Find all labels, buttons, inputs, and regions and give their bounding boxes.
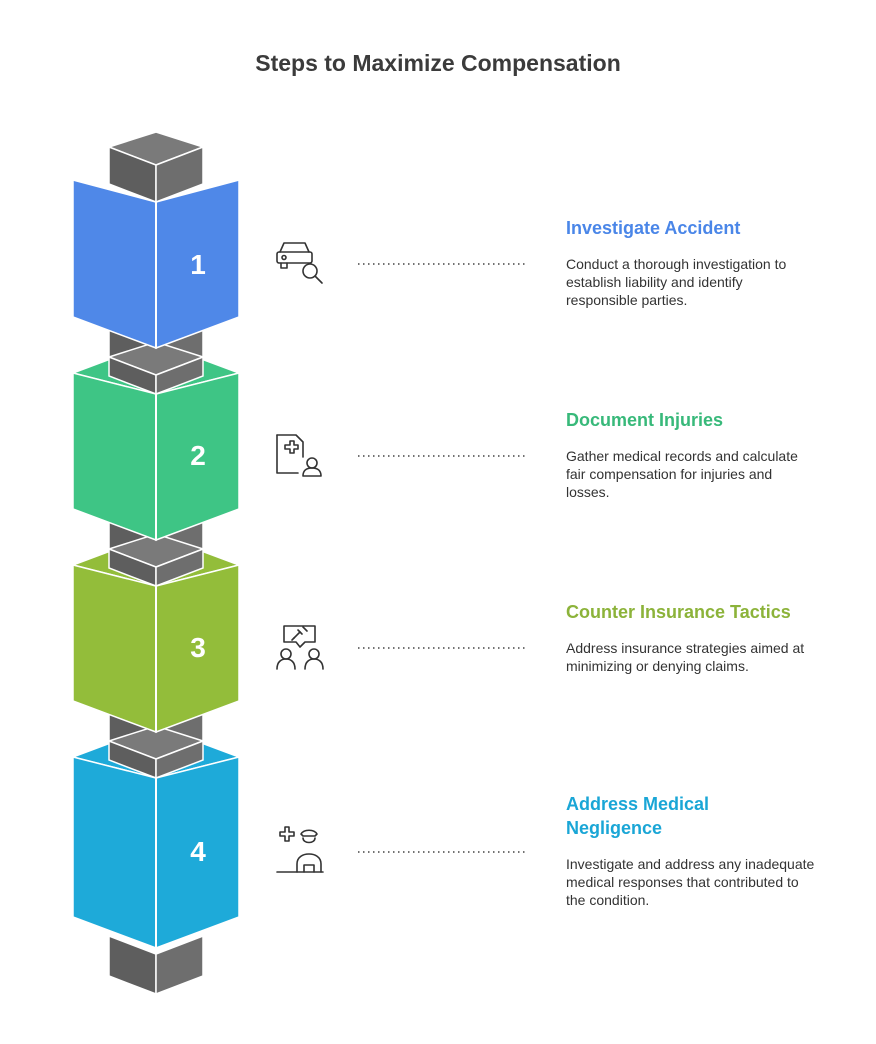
step-description-3: Address insurance strategies aimed at mi… [566,640,805,674]
connector-dots-4 [358,851,528,853]
step-number-1: 1 [190,249,206,280]
block-2: 2 [70,341,242,542]
step-number-4: 4 [190,836,206,867]
connector-top [106,131,206,204]
block-1: 1 [72,179,240,350]
block-4: 4 [70,725,242,950]
connector-dots-2 [358,455,528,457]
connector-bottom [108,934,204,996]
car-search-icon [276,242,323,284]
step-description-1: Conduct a thorough investigation to esta… [566,256,787,308]
step-number-3: 3 [190,632,206,663]
block-3: 3 [70,533,242,734]
step-title-2: Document Injuries [566,410,724,430]
step-title-4: Address Medical Negligence [566,794,710,838]
medical-record-icon [276,434,322,477]
step-description-2: Gather medical records and calculate fai… [566,448,798,500]
step-title-1: Investigate Accident [566,218,741,238]
step-number-2: 2 [190,440,206,471]
step-title-3: Counter Insurance Tactics [566,602,791,622]
connector-dots-1 [358,263,528,265]
negotiation-icon [276,625,324,670]
page-title: Steps to Maximize Compensation [255,50,621,76]
medical-professional-icon [276,826,324,873]
step-description-4: Investigate and address any inadequate m… [566,856,815,908]
connector-dots-3 [358,647,528,649]
